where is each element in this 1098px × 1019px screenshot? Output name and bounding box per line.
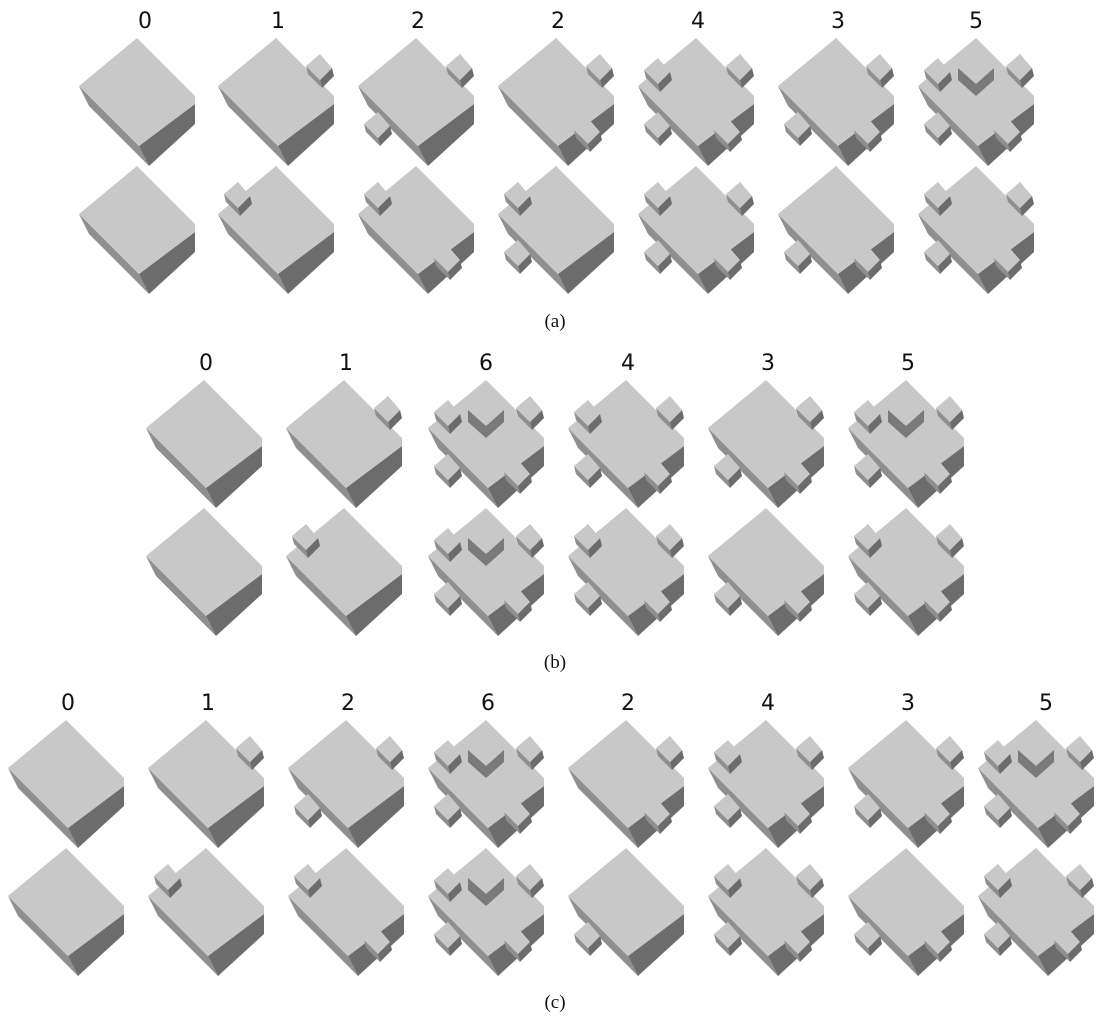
column-label: 5: [969, 9, 983, 34]
column-label: 3: [761, 351, 775, 376]
cube-shape: [428, 848, 544, 976]
cube-shape: [848, 720, 964, 848]
cube-shape: [428, 380, 544, 508]
cube-shape: [918, 38, 1034, 166]
cube-shape: [848, 848, 964, 976]
column-label: 5: [901, 351, 915, 376]
cube-shape: [8, 848, 124, 976]
panel-caption: (a): [544, 311, 565, 332]
cube-shape: [498, 38, 614, 166]
cube-shape: [286, 380, 402, 508]
panel-c: 0 1 2 6 2 4 3 5 (c): [8, 691, 1094, 1013]
cube-shape: [708, 380, 824, 508]
cube-shape: [848, 380, 964, 508]
cube-shape: [638, 166, 754, 294]
cube-shape: [708, 508, 824, 636]
cube-shape: [708, 720, 824, 848]
cube-shape: [638, 38, 754, 166]
cube-shape: [358, 38, 474, 166]
column-label: 2: [411, 9, 425, 34]
column-label: 2: [551, 9, 565, 34]
cube-shape: [288, 720, 404, 848]
cube-shape: [568, 720, 684, 848]
cube-shape: [218, 166, 334, 294]
cube-shape: [148, 720, 264, 848]
column-label: 1: [271, 9, 285, 34]
column-label: 2: [341, 691, 355, 716]
panel-caption: (b): [544, 652, 566, 673]
column-label: 6: [479, 351, 493, 376]
cube-shape: [918, 166, 1034, 294]
cube-shape: [79, 38, 195, 166]
cube-shape: [288, 848, 404, 976]
column-label: 4: [691, 9, 705, 34]
column-label: 5: [1039, 691, 1053, 716]
cube-shape: [978, 720, 1094, 848]
cube-shape: [358, 166, 474, 294]
column-label: 0: [199, 351, 213, 376]
cube-shape: [568, 848, 684, 976]
column-label: 4: [621, 351, 635, 376]
cube-shape: [148, 848, 264, 976]
cube-shape: [286, 508, 402, 636]
cube-shape: [8, 720, 124, 848]
panel-a: 0 1 2 2 4 3 5 (a): [79, 9, 1034, 332]
cube-shape: [778, 166, 894, 294]
column-label: 3: [901, 691, 915, 716]
column-label: 1: [339, 351, 353, 376]
column-label: 4: [761, 691, 775, 716]
cube-shape: [428, 508, 544, 636]
cube-shape: [848, 508, 964, 636]
column-label: 1: [201, 691, 215, 716]
column-label: 2: [621, 691, 635, 716]
cube-shape: [568, 380, 684, 508]
panel-caption: (c): [544, 992, 565, 1013]
column-label: 0: [61, 691, 75, 716]
column-label: 3: [831, 9, 845, 34]
cube-shape: [146, 508, 262, 636]
column-label: 0: [138, 9, 152, 34]
cube-shape: [146, 380, 262, 508]
cube-shape: [79, 166, 195, 294]
cube-shape: [708, 848, 824, 976]
cube-shape: [568, 508, 684, 636]
cube-shape: [428, 720, 544, 848]
column-label: 6: [481, 691, 495, 716]
cube-shape: [498, 166, 614, 294]
cube-shape: [778, 38, 894, 166]
cube-shape: [218, 38, 334, 166]
panel-b: 0 1 6 4 3 5 (b): [146, 351, 964, 673]
cube-shape: [978, 848, 1094, 976]
